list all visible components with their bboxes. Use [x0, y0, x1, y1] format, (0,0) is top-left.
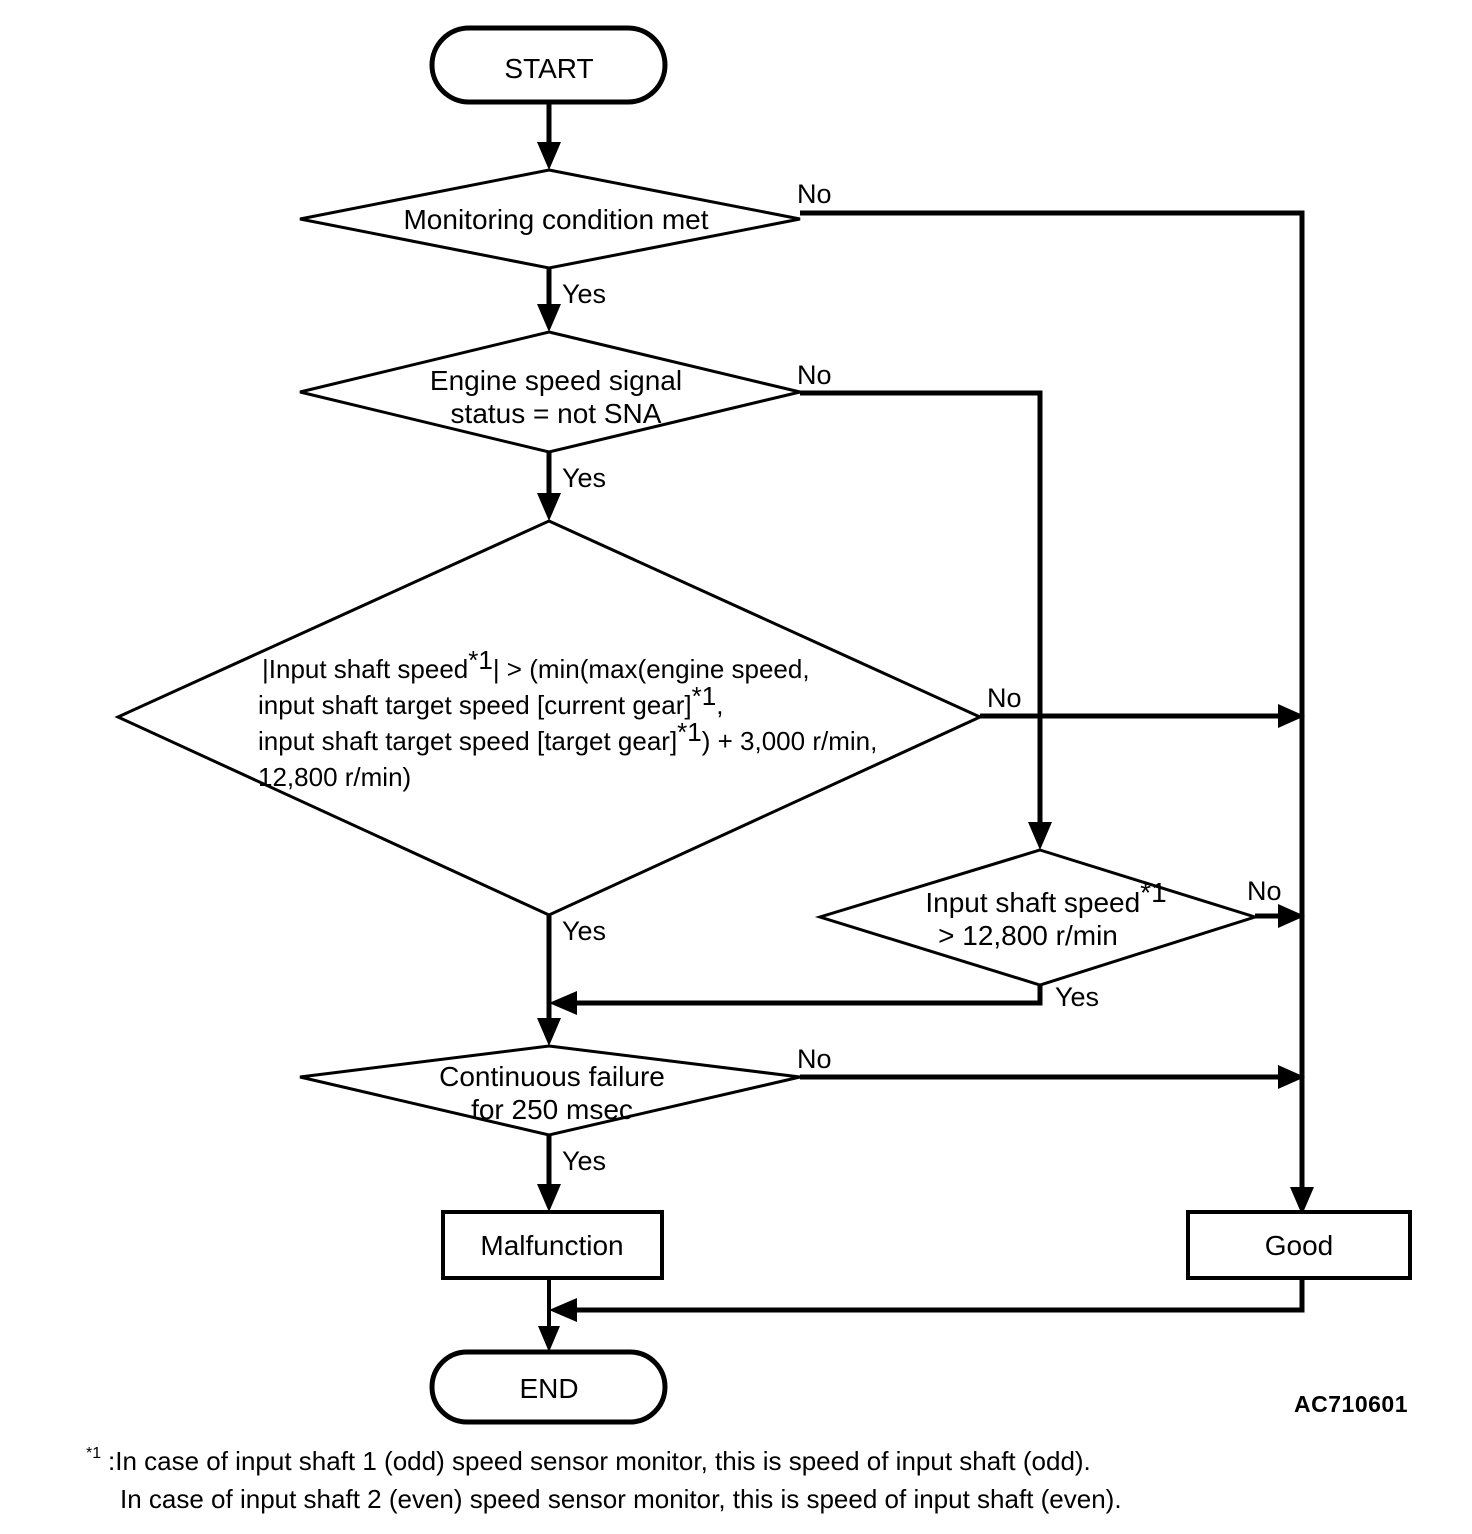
- node-decision-continuous-failure: Continuous failure for 250 msec: [299, 1044, 801, 1137]
- connector-d3-yes-to-d5: [537, 915, 561, 1046]
- d4-line1-a: Input shaft speed: [925, 887, 1140, 918]
- d5-line2: for 250 msec: [471, 1094, 633, 1125]
- node-good: Good: [1186, 1210, 1412, 1280]
- branch-label-d2-no: No: [797, 360, 832, 390]
- figure-code-label: AC710601: [1294, 1391, 1408, 1417]
- connector-d1-no-to-trunk: [800, 210, 1314, 1215]
- formula-line3-a: input shaft target speed [target gear]: [258, 726, 677, 756]
- connector-good-to-end-line: [549, 1278, 1305, 1322]
- d4-line2: > 12,800 r/min: [938, 920, 1118, 951]
- formula-line3-sup: *1: [677, 717, 702, 747]
- node-decision-engine-speed-signal-line2: status = not SNA: [451, 398, 662, 429]
- node-malfunction-label: Malfunction: [480, 1230, 623, 1261]
- connector-d2-yes-to-d3: [537, 452, 561, 521]
- branch-label-d2-yes: Yes: [562, 463, 606, 493]
- svg-text:Input shaft speed*1: Input shaft speed*1: [925, 877, 1166, 918]
- branch-label-d5-yes: Yes: [562, 1146, 606, 1176]
- node-good-label: Good: [1265, 1230, 1334, 1261]
- footnote-line1: :In case of input shaft 1 (odd) speed se…: [108, 1446, 1091, 1476]
- formula-line2-sup: *1: [692, 681, 717, 711]
- branch-label-d4-no: No: [1247, 876, 1282, 906]
- connector-d2-no-to-d4: [800, 390, 1052, 850]
- footnote-line2: In case of input shaft 2 (even) speed se…: [120, 1484, 1122, 1514]
- node-start: START: [429, 25, 668, 105]
- svg-text:|Input shaft speed*1| > (min(m: |Input shaft speed*1| > (min(max(engine …: [262, 645, 810, 684]
- formula-line3-b: ) + 3,000 r/min,: [702, 726, 878, 756]
- formula-line2-b: ,: [716, 690, 723, 720]
- node-decision-input-shaft-speed-threshold: Input shaft speed*1 > 12,800 r/min: [814, 848, 1261, 987]
- branch-label-d1-no: No: [797, 179, 832, 209]
- node-decision-monitoring-condition-label: Monitoring condition met: [403, 204, 708, 235]
- node-end: END: [429, 1349, 668, 1425]
- node-end-label: END: [519, 1373, 578, 1404]
- branch-label-d3-no: No: [987, 683, 1022, 713]
- footnote: *1 :In case of input shaft 1 (odd) speed…: [86, 1445, 1122, 1514]
- connector-d5-yes-to-malfunction: [537, 1135, 561, 1212]
- formula-line2-a: input shaft target speed [current gear]: [258, 690, 692, 720]
- branch-label-d3-yes: Yes: [562, 916, 606, 946]
- node-decision-engine-speed-signal-line1: Engine speed signal: [430, 365, 682, 396]
- node-decision-monitoring-condition: Monitoring condition met: [299, 168, 801, 270]
- d4-line1-sup: *1: [1140, 877, 1166, 908]
- branch-label-d5-no: No: [797, 1044, 832, 1074]
- connector-malfunction-to-end: [538, 1278, 560, 1352]
- connector-d4-yes-feedback: [549, 985, 1043, 1015]
- formula-line1-b: | > (min(max(engine speed,: [493, 654, 810, 684]
- svg-text:input shaft target speed [targ: input shaft target speed [target gear]*1…: [258, 717, 877, 756]
- node-decision-input-shaft-speed-formula: |Input shaft speed*1| > (min(max(engine …: [114, 519, 984, 917]
- node-decision-engine-speed-signal: Engine speed signal status = not SNA: [299, 330, 801, 454]
- formula-line1-a: |Input shaft speed: [262, 654, 468, 684]
- branch-label-d4-yes: Yes: [1055, 982, 1099, 1012]
- d5-line1: Continuous failure: [439, 1061, 665, 1092]
- footnote-marker: *1: [86, 1445, 101, 1462]
- connector-start-to-d1: [537, 102, 561, 170]
- connector-d4-no-to-trunk: [1255, 904, 1305, 928]
- connector-d3-no-to-trunk: [980, 704, 1305, 728]
- node-start-label: START: [504, 53, 593, 84]
- formula-line4: 12,800 r/min): [258, 762, 411, 792]
- connector-d5-no-to-trunk: [800, 1065, 1305, 1089]
- svg-text:input shaft target speed [curr: input shaft target speed [current gear]*…: [258, 681, 723, 720]
- node-malfunction: Malfunction: [441, 1210, 664, 1280]
- formula-line1-sup: *1: [468, 645, 493, 675]
- branch-label-d1-yes: Yes: [562, 279, 606, 309]
- connector-d1-yes-to-d2: [537, 268, 561, 332]
